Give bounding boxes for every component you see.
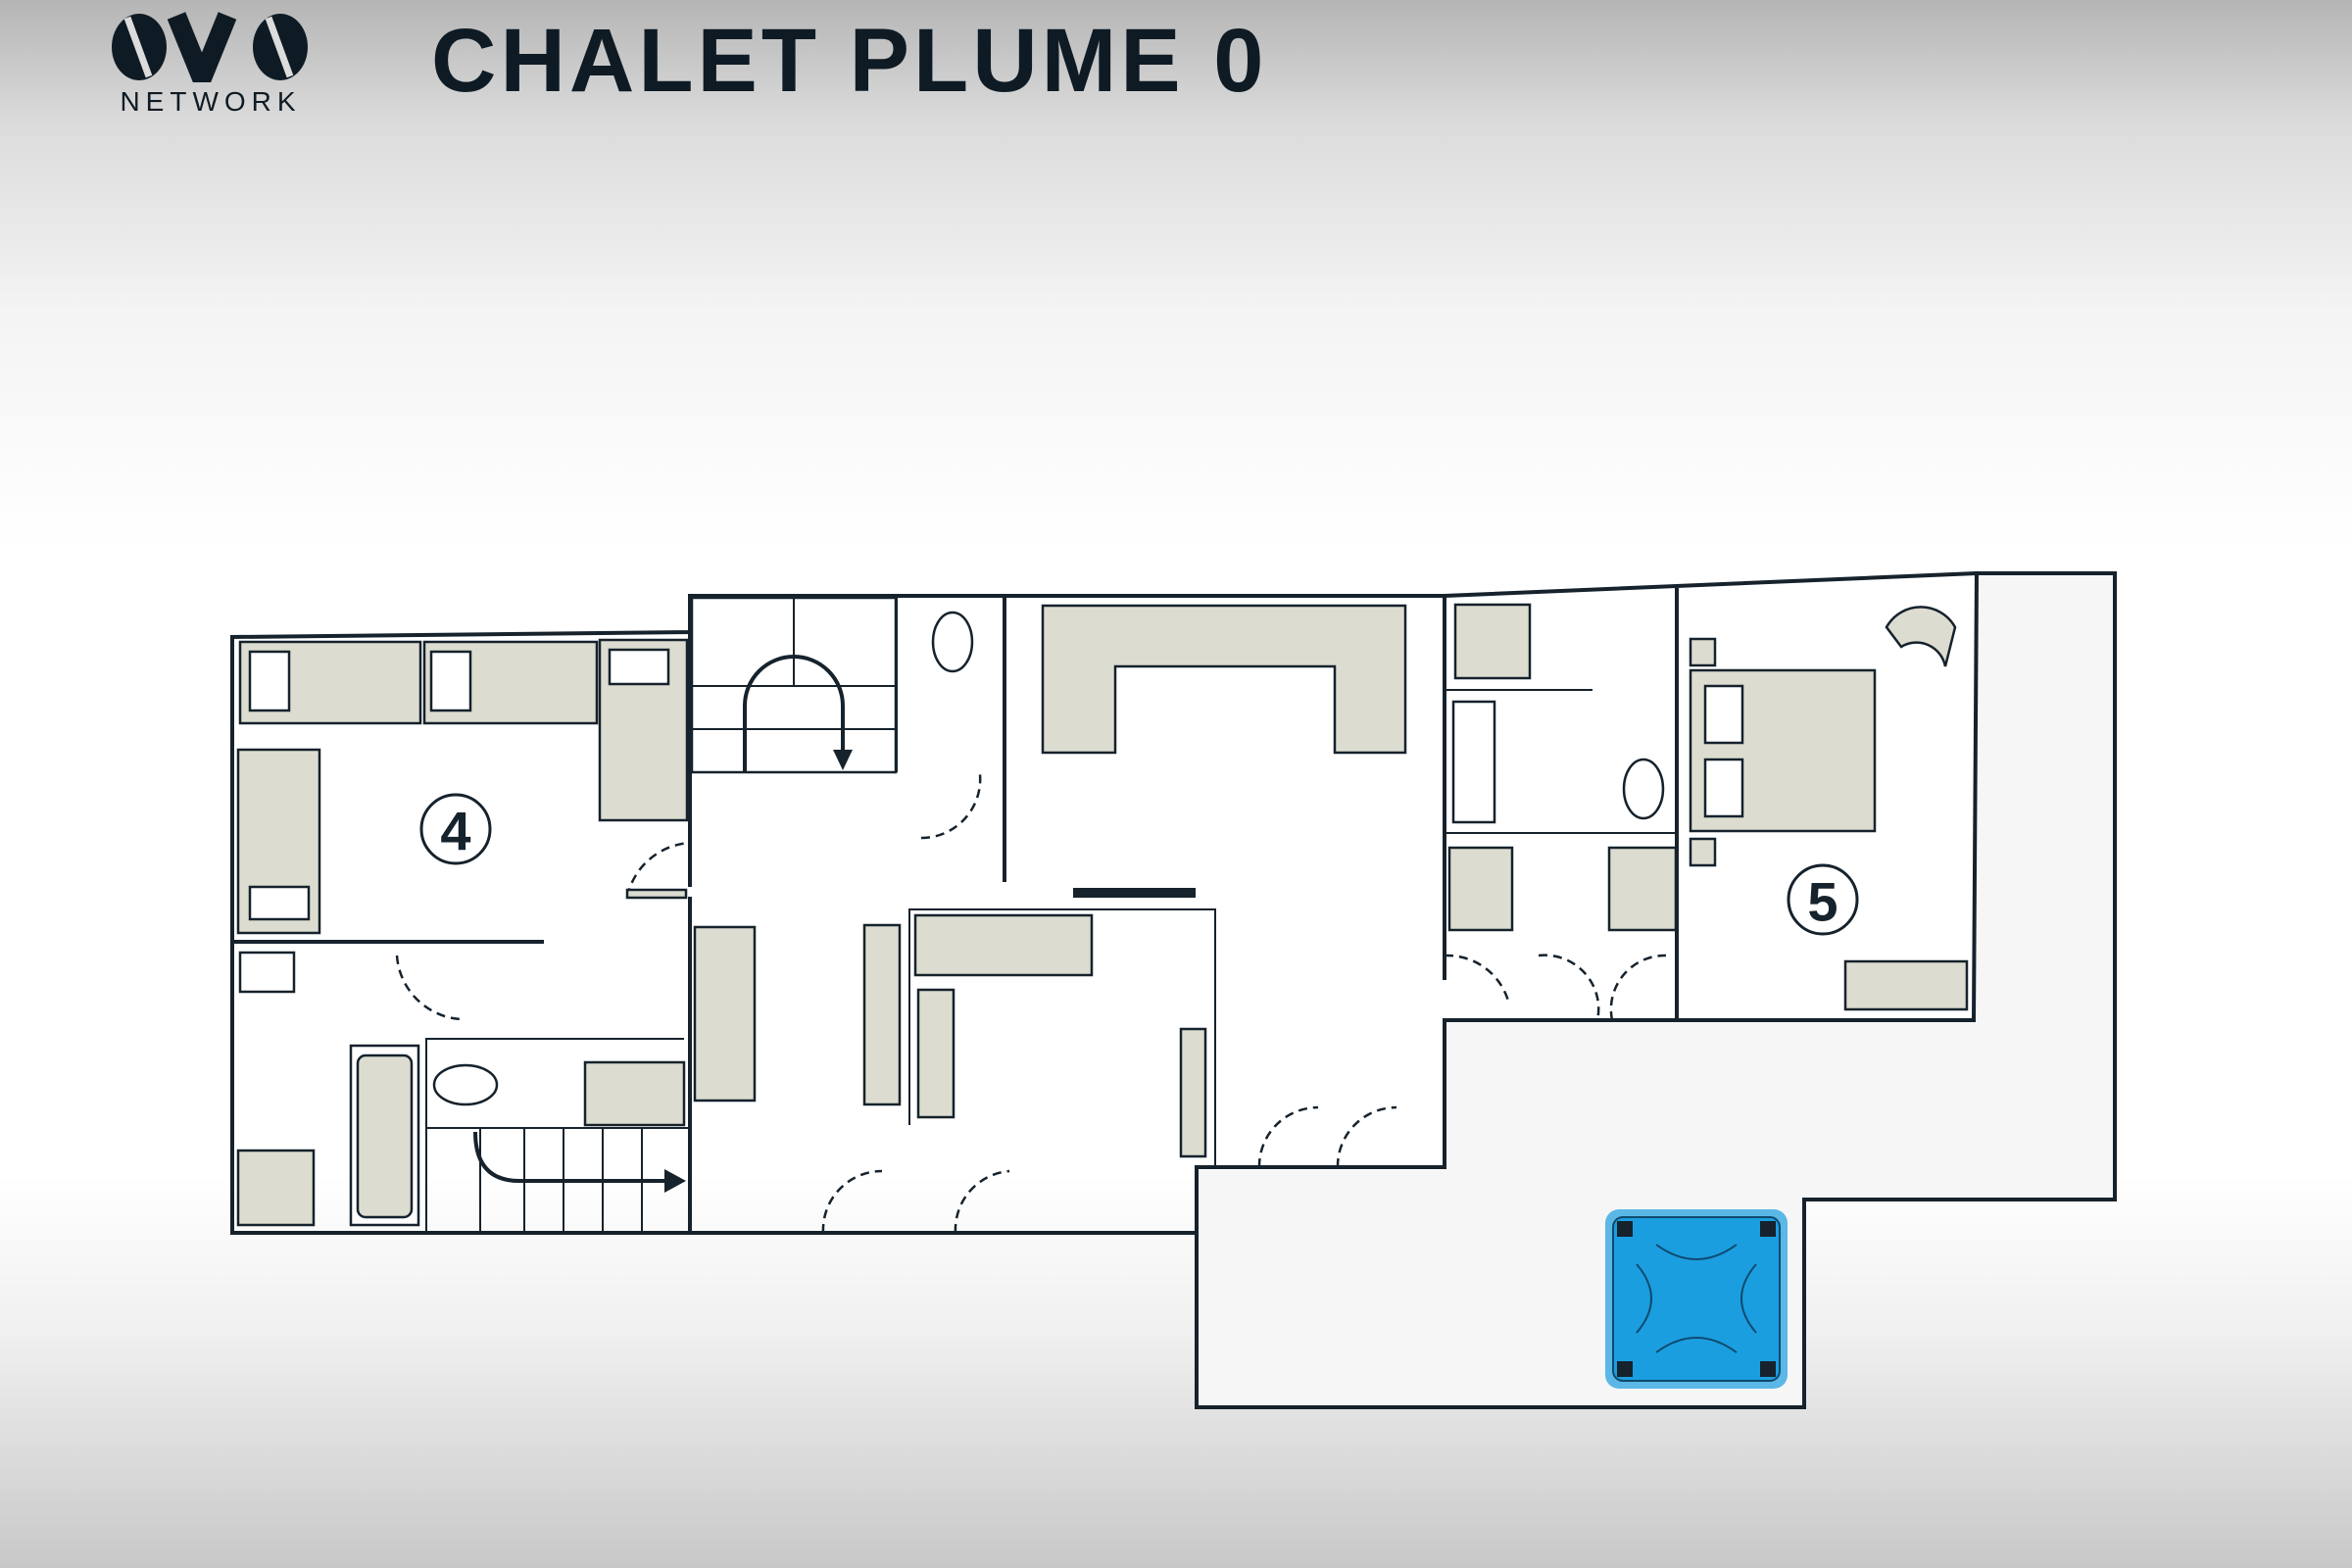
lower-staircase [473, 1128, 686, 1233]
vanity [583, 1060, 686, 1127]
page-title: CHALET PLUME 0 [431, 11, 1268, 111]
room-5-marker [1787, 863, 1859, 936]
bench [862, 923, 902, 1106]
sofa [1041, 604, 1407, 755]
room-4-label: 4 [440, 801, 470, 862]
sink [238, 951, 296, 994]
ski-rack [1179, 1027, 1207, 1158]
bench [916, 988, 956, 1119]
shower [236, 1149, 316, 1227]
bathroom-5 [1444, 603, 1678, 1021]
arrow-right-icon [664, 1169, 686, 1193]
living-area [693, 604, 1407, 1234]
room-4-furniture: 4 [236, 638, 691, 935]
bathroom-4 [236, 951, 686, 1227]
desk [1843, 959, 1969, 1011]
logo-text: NETWORK [120, 86, 302, 117]
interior-walls [232, 588, 1679, 1233]
arrow-down-icon [833, 750, 853, 770]
armchair [1885, 606, 1957, 667]
sink [1453, 603, 1532, 680]
nightstand [1689, 637, 1717, 667]
toilet [432, 1063, 499, 1106]
terrace-outline [1195, 571, 2117, 1409]
tv [1073, 888, 1196, 898]
double-vanity [1451, 700, 1496, 824]
nightstand [1689, 837, 1717, 867]
toilet [1622, 758, 1665, 820]
room-5-label: 5 [1807, 871, 1838, 933]
exterior-walls [230, 570, 1980, 1235]
logo: NETWORK [103, 12, 318, 118]
spiral-staircase [690, 596, 898, 774]
hot-tub [1605, 1209, 1788, 1389]
shower [1447, 846, 1514, 932]
room-4-marker [419, 793, 492, 865]
shower [1607, 846, 1678, 932]
room-5-furniture: 5 [1689, 606, 1969, 1011]
counter [913, 913, 1094, 977]
logo-mark-icon [111, 12, 308, 82]
toilet [931, 611, 974, 673]
